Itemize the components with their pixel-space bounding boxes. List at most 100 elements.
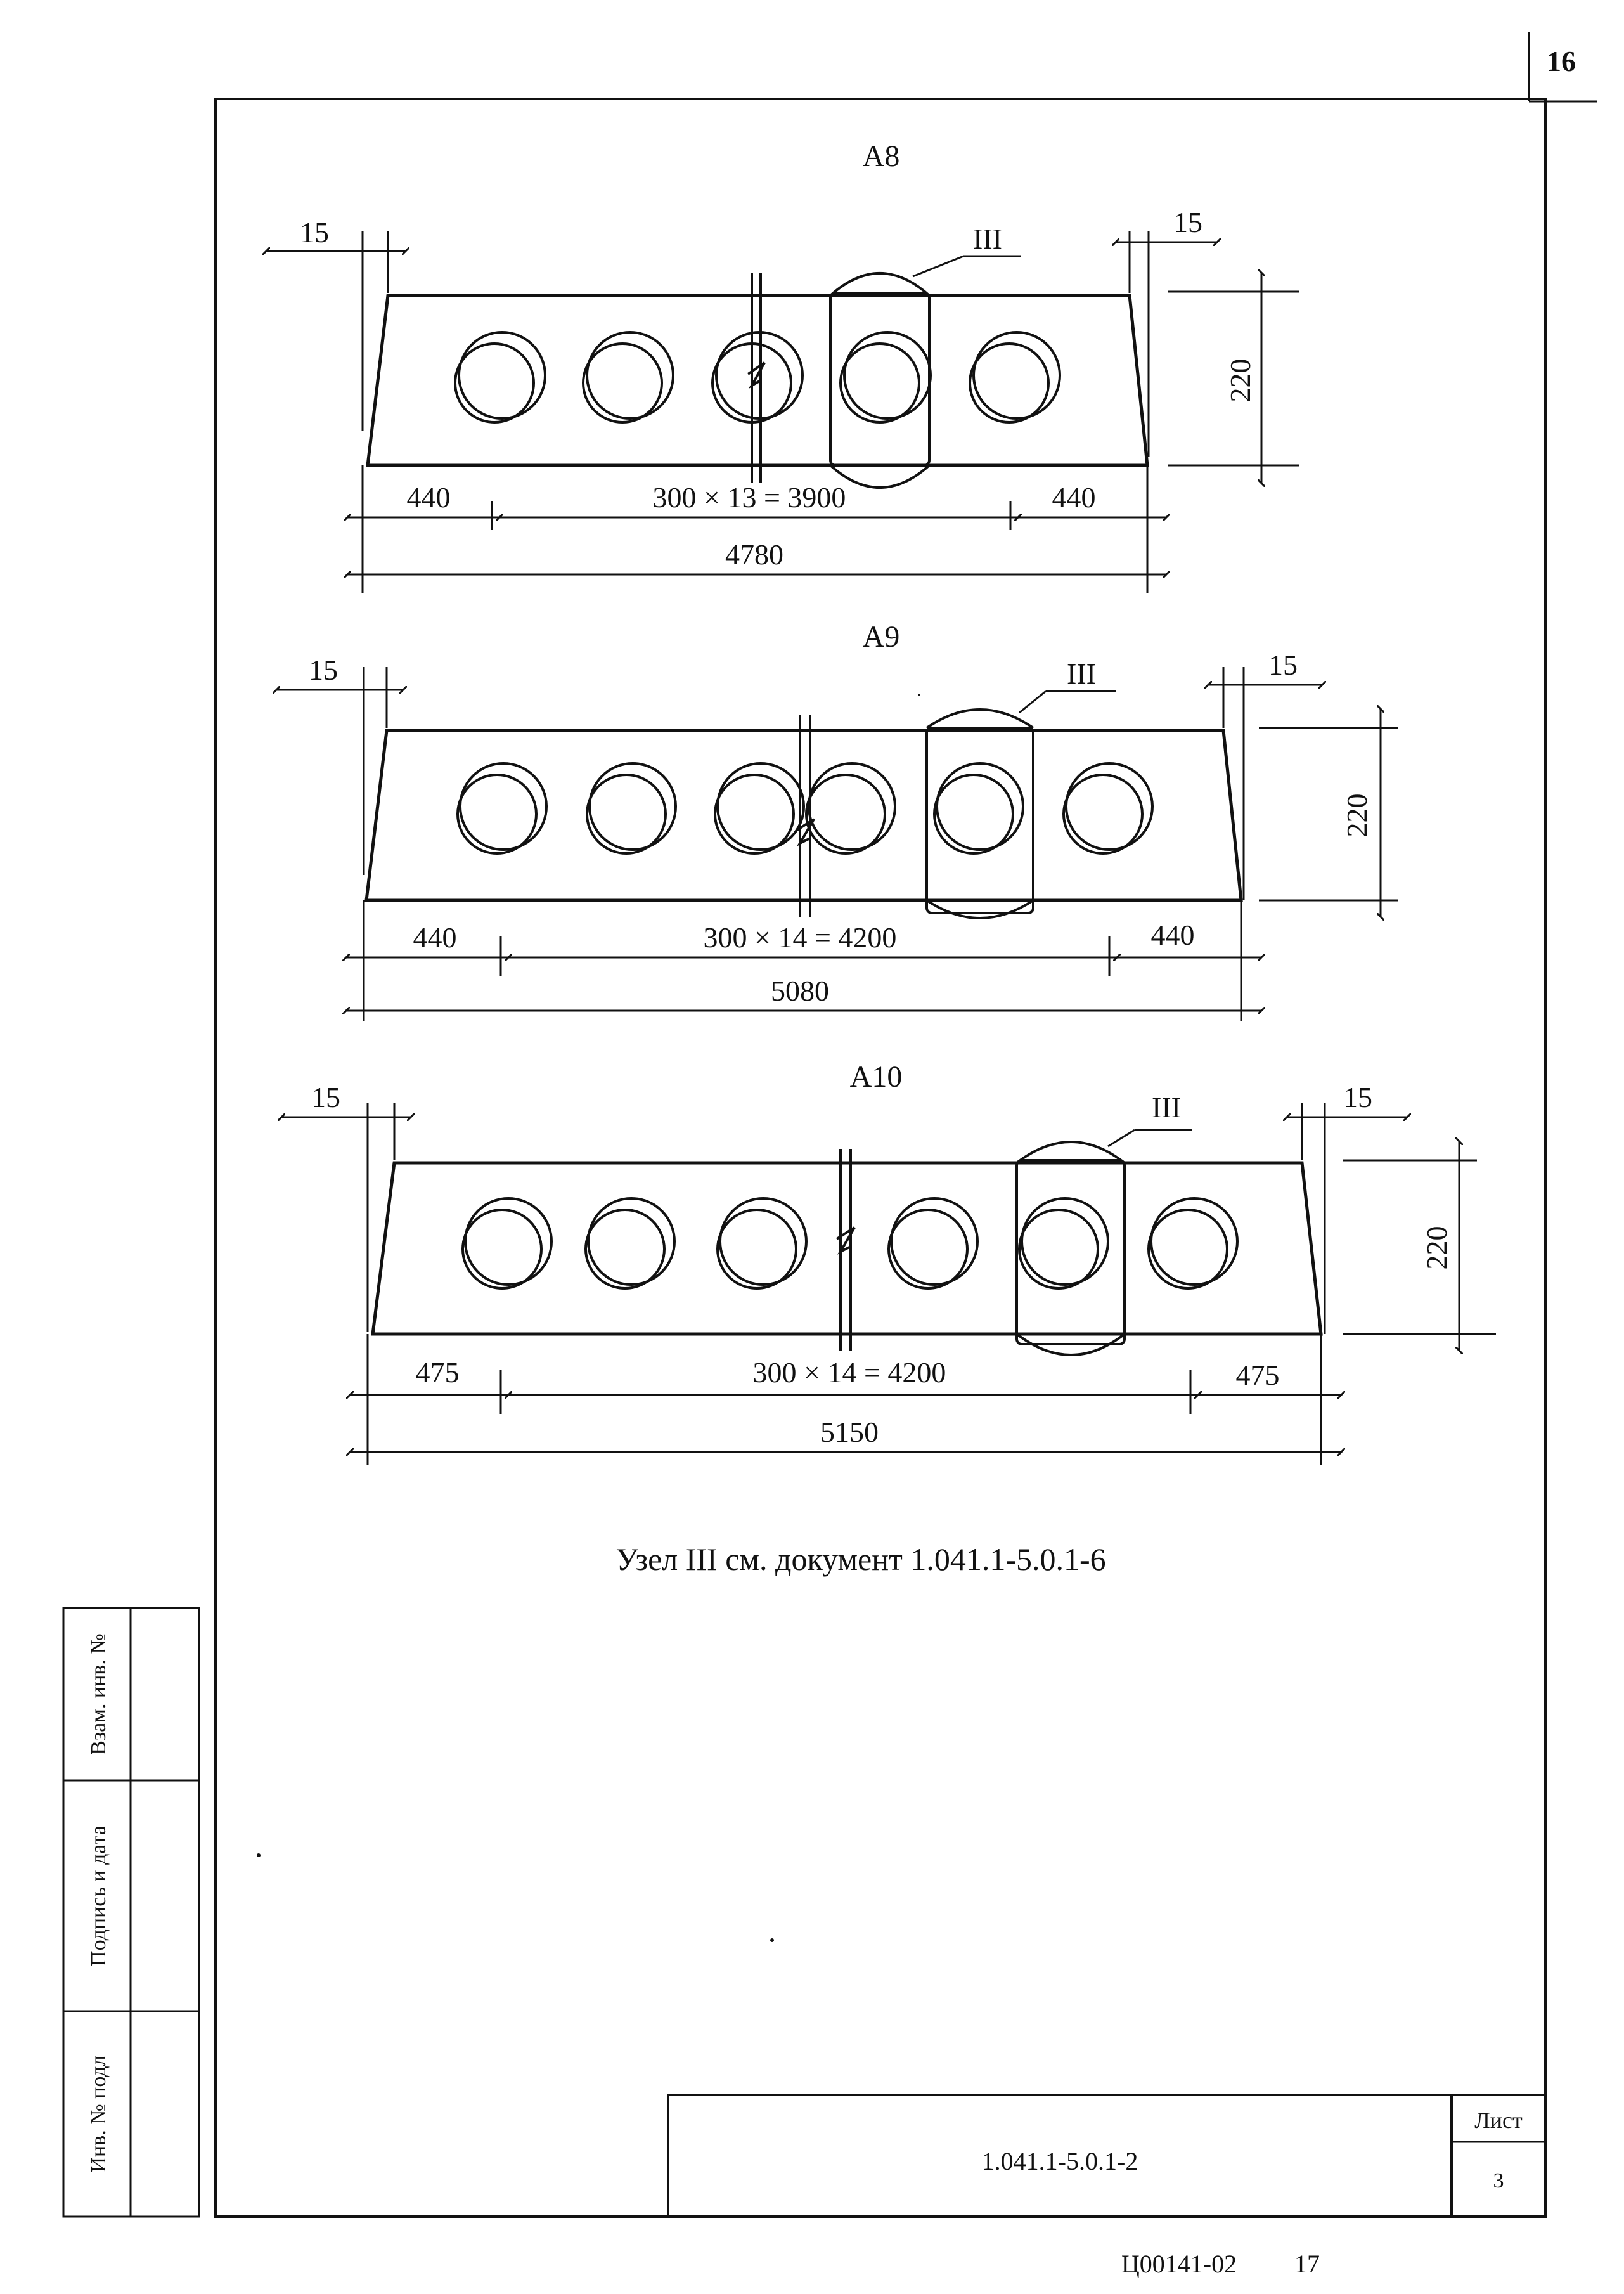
sheet-frame <box>214 98 1547 2218</box>
void-hole <box>1150 1197 1239 1286</box>
sheet-number: 3 <box>1493 2169 1504 2193</box>
void-hole <box>459 762 548 851</box>
gap-dimension-right: 15 <box>1208 649 1322 900</box>
slab-outline <box>366 294 1149 467</box>
gap-label: 15 <box>300 216 329 249</box>
mid-formula-label: 300 × 13 = 3900 <box>653 481 846 514</box>
node-label: III <box>973 223 1002 255</box>
void-hole <box>1018 1209 1099 1290</box>
side-stamp: Взам. инв. № Подпись и дата Инв. № подл <box>62 1607 200 2218</box>
doc-code: 1.041.1-5.0.1-2 <box>982 2147 1138 2175</box>
void-hole <box>839 342 920 424</box>
gap-dimension-left: 15 <box>281 1081 411 1332</box>
drawing-a8: А8 III <box>266 139 1299 593</box>
stamp-podpis-data: Подпись и дата <box>87 1825 110 1966</box>
node-label: III <box>1067 658 1096 690</box>
void-hole <box>933 774 1014 855</box>
break-line <box>795 715 815 917</box>
page-number: 16 <box>1547 45 1576 77</box>
void-hole <box>1062 774 1144 855</box>
node-callout: III <box>1015 1091 1192 1356</box>
total-dimension: 5080 <box>346 975 1261 1011</box>
void-hole <box>464 1197 553 1286</box>
total-length-label: 5080 <box>771 975 829 1007</box>
title-block: 1.041.1-5.0.1-2 Лист 3 <box>667 2094 1547 2218</box>
void-hole <box>887 1209 969 1290</box>
void-hole <box>584 1209 666 1290</box>
void-hole <box>714 774 795 855</box>
archive-code: Ц00141-02 <box>1121 2250 1237 2278</box>
void-holes <box>461 1197 1239 1290</box>
right-length-label: 440 <box>1052 481 1096 514</box>
mid-formula-label: 300 × 14 = 4200 <box>753 1356 946 1389</box>
node-callout: III <box>925 658 1116 919</box>
gap-label: 15 <box>311 1081 340 1113</box>
drawing-title: А9 <box>863 620 900 654</box>
scan-speck <box>257 1853 261 1857</box>
total-dimension: 5150 <box>350 1416 1341 1452</box>
void-hole <box>972 331 1061 420</box>
void-hole <box>587 1197 676 1286</box>
footer-page: 17 <box>1294 2250 1320 2278</box>
stamp-inv-podl: Инв. № подл <box>87 2055 110 2172</box>
gap-dimension-left: 15 <box>266 216 406 431</box>
height-label: 220 <box>1421 1226 1453 1270</box>
void-hole <box>969 342 1050 424</box>
chain-dimension: 440 300 × 13 = 3900 440 <box>347 465 1166 593</box>
chain-dimension: 440 300 × 14 = 4200 440 <box>346 900 1261 1021</box>
break-line <box>747 273 766 483</box>
void-hole <box>456 774 538 855</box>
void-holes <box>456 762 1154 855</box>
height-dimension: 220 <box>1343 1141 1496 1351</box>
sheet-label: Лист <box>1474 2108 1523 2133</box>
void-hole <box>586 331 674 420</box>
void-hole <box>719 1197 808 1286</box>
node-callout: III <box>829 223 1021 489</box>
drawing-title: А10 <box>850 1060 903 1094</box>
stamp-vzam-inv: Взам. инв. № <box>87 1633 110 1755</box>
height-label: 220 <box>1341 794 1373 838</box>
void-hole <box>1147 1209 1228 1290</box>
void-hole <box>588 762 677 851</box>
gap-dimension-left: 15 <box>276 654 403 875</box>
gap-label: 15 <box>1343 1081 1372 1113</box>
void-hole <box>586 774 667 855</box>
void-hole <box>461 1209 543 1290</box>
node-label: III <box>1152 1091 1181 1124</box>
mid-formula-label: 300 × 14 = 4200 <box>704 921 897 954</box>
left-length-label: 440 <box>413 921 457 954</box>
gap-label: 15 <box>1173 206 1202 238</box>
gap-label: 15 <box>1268 649 1298 681</box>
gap-dimension-right: 15 <box>1116 206 1217 457</box>
void-hole <box>936 762 1024 851</box>
right-length-label: 440 <box>1151 919 1195 951</box>
total-length-label: 4780 <box>725 538 783 571</box>
void-hole <box>458 331 546 420</box>
drawing-title: А8 <box>863 139 900 173</box>
void-holes <box>454 331 1061 424</box>
void-hole <box>716 762 805 851</box>
void-hole <box>805 774 886 855</box>
chain-dimension: 475 300 × 14 = 4200 475 <box>350 1334 1341 1465</box>
height-dimension: 220 <box>1168 273 1299 483</box>
void-hole <box>454 342 535 424</box>
right-length-label: 475 <box>1236 1359 1280 1391</box>
void-hole <box>716 1209 797 1290</box>
scan-speck <box>770 1938 774 1942</box>
total-length-label: 5150 <box>820 1416 879 1448</box>
node-reference-note: Узел III см. документ 1.041.1-5.0.1-6 <box>615 1541 1105 1577</box>
scan-speck <box>918 694 920 696</box>
void-hole <box>1065 762 1154 851</box>
gap-dimension-right: 15 <box>1287 1081 1407 1334</box>
left-length-label: 475 <box>416 1356 460 1389</box>
void-hole <box>1021 1197 1109 1286</box>
void-hole <box>582 342 663 424</box>
height-label: 220 <box>1224 359 1256 403</box>
total-dimension: 4780 <box>347 538 1166 574</box>
void-hole <box>890 1197 979 1286</box>
height-dimension: 220 <box>1259 709 1398 917</box>
gap-label: 15 <box>309 654 338 686</box>
break-line <box>835 1149 856 1351</box>
drawing-a9: А9 III <box>276 620 1398 1021</box>
